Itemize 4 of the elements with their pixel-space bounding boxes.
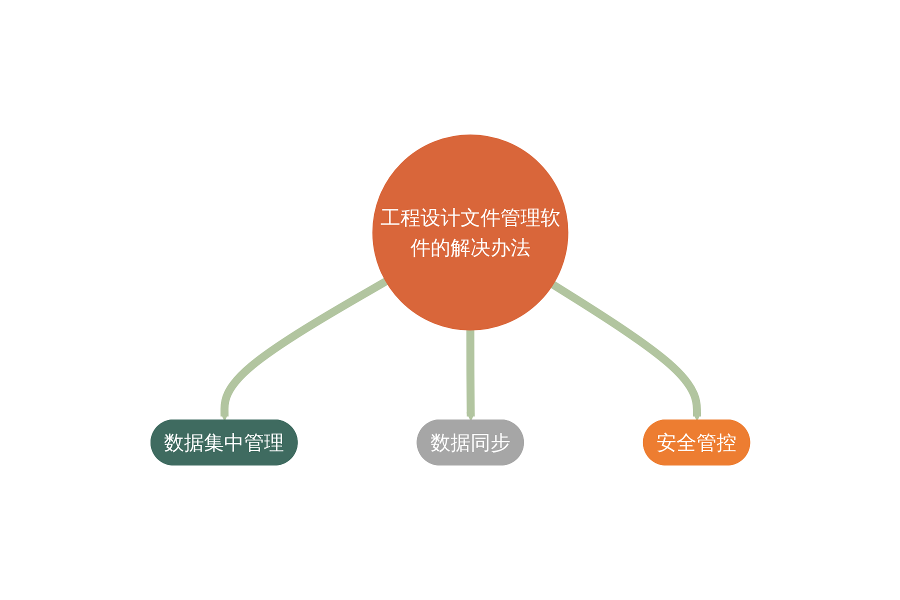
arrow	[220, 278, 388, 421]
arrow	[550, 281, 702, 421]
arrow	[466, 330, 475, 421]
node-circle: 工程设计文件管理软件的解决办法	[372, 134, 568, 330]
